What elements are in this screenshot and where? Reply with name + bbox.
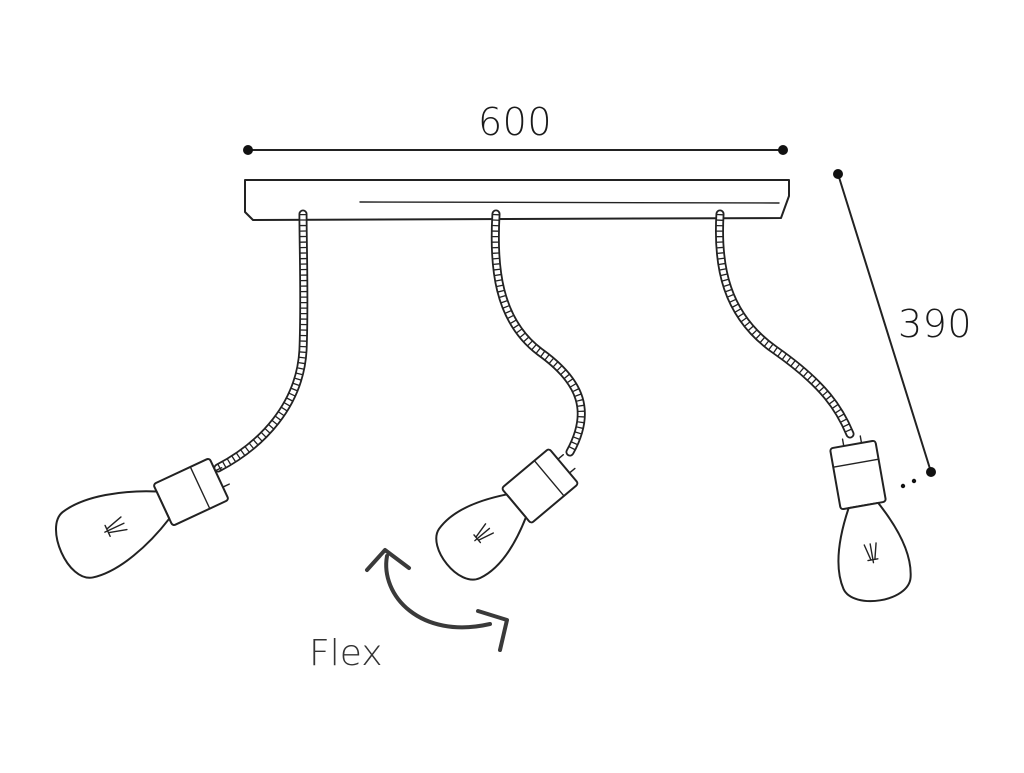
cable-middle xyxy=(490,209,586,457)
flex-arrow-icon xyxy=(365,548,509,652)
width-dimension-start-dot xyxy=(243,145,253,155)
flex-arrow-curve xyxy=(384,554,492,630)
lamp-left-bulb xyxy=(55,490,171,579)
width-dimension xyxy=(243,145,788,155)
ceiling-bar xyxy=(244,179,790,221)
height-dimension-line xyxy=(837,173,932,473)
lamp-right-bulb xyxy=(837,501,912,603)
lamp-left xyxy=(55,458,230,579)
lamp-right xyxy=(829,435,912,603)
width-dimension-end-dot xyxy=(778,145,788,155)
height-dimension xyxy=(833,169,936,489)
leader-dot-2 xyxy=(911,478,917,484)
cable-left xyxy=(213,209,309,473)
height-dimension-top-dot xyxy=(833,169,843,179)
ceiling-bar-groove xyxy=(359,201,780,204)
cable-right xyxy=(715,209,855,439)
flex-arrow-head-right xyxy=(476,609,509,652)
lamp-middle xyxy=(435,448,579,581)
leader-dot-1 xyxy=(900,483,906,489)
lamp-middle-bulb xyxy=(435,493,527,581)
height-dimension-bottom-dot xyxy=(926,467,936,477)
ceiling-bar-outline xyxy=(244,179,790,221)
flex-label: Flex xyxy=(309,633,383,674)
lamp-right-socket xyxy=(829,439,887,511)
width-dimension-label: 600 xyxy=(478,100,553,144)
flex-arrow-head-top xyxy=(365,548,411,572)
height-dimension-label: 390 xyxy=(898,302,973,346)
